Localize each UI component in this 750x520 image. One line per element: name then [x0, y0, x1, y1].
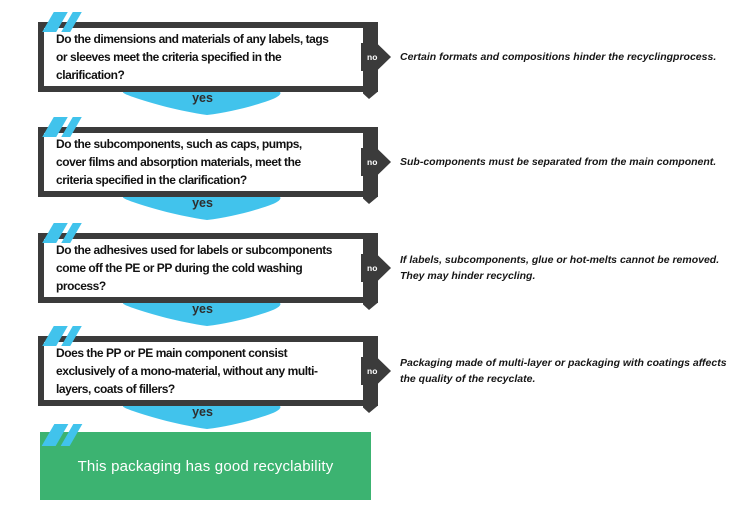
no-explanation: If labels, subcomponents, glue or hot-me… [400, 253, 720, 282]
question-text: Does the PP or PE main component consist… [56, 346, 318, 396]
no-arrow: no [361, 43, 391, 71]
no-explanation: Sub-components must be separated from th… [400, 155, 717, 168]
question-text: Do the subcomponents, such as caps, pump… [56, 137, 302, 187]
no-arrow-label: no [367, 366, 378, 376]
question-box-4: Does the PP or PE main component consist… [38, 326, 391, 406]
corner-accent-icon [42, 223, 82, 243]
corner-accent-icon [41, 424, 83, 446]
question-box-2: Do the subcomponents, such as caps, pump… [38, 117, 391, 197]
corner-accent-icon [42, 117, 82, 137]
yes-label: yes [192, 405, 213, 419]
result-label: This packaging has good recyclability [77, 457, 334, 475]
no-arrow: no [361, 254, 391, 282]
yes-connector: yes [115, 193, 290, 223]
no-arrow-label: no [367, 263, 378, 273]
result-banner: This packaging has good recyclability [40, 424, 371, 500]
no-explanation: Certain formats and compositions hinder … [400, 50, 717, 63]
question-box-1: Do the dimensions and materials of any l… [38, 12, 391, 92]
yes-label: yes [192, 196, 213, 210]
no-explanation: Packaging made of multi-layer or packagi… [400, 356, 727, 385]
question-text: Do the adhesives used for labels or subc… [56, 243, 333, 293]
yes-ribbon-icon [122, 194, 281, 220]
yes-connector: yes [115, 88, 290, 118]
corner-accent-icon [42, 326, 82, 346]
corner-accent-icon [42, 12, 82, 32]
no-arrow-label: no [367, 52, 378, 62]
no-arrow-label: no [367, 157, 378, 167]
no-arrow: no [361, 357, 391, 385]
yes-ribbon-icon [122, 403, 281, 429]
yes-connector: yes [115, 402, 290, 432]
yes-label: yes [192, 302, 213, 316]
yes-connector: yes [115, 299, 290, 329]
yes-ribbon-icon [122, 89, 281, 115]
yes-label: yes [192, 91, 213, 105]
question-box-3: Do the adhesives used for labels or subc… [38, 223, 391, 303]
yes-ribbon-icon [122, 300, 281, 326]
no-arrow: no [361, 148, 391, 176]
question-text: Do the dimensions and materials of any l… [56, 32, 329, 82]
